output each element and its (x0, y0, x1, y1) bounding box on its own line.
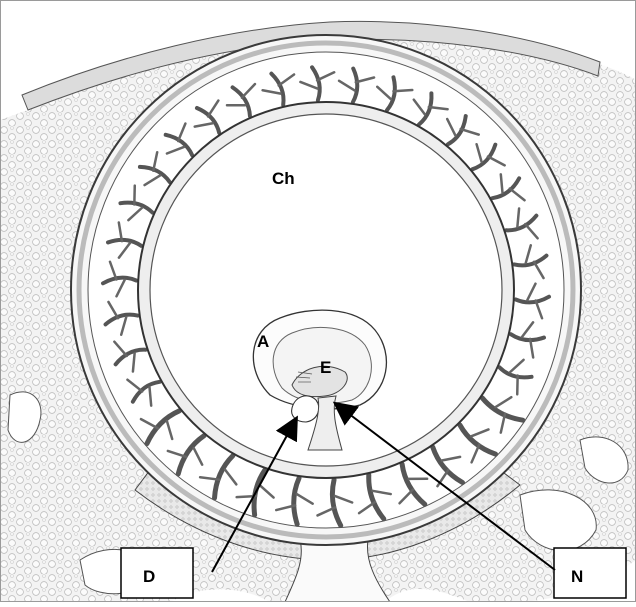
callout-box-d: D (121, 548, 193, 598)
label-d: D (143, 567, 155, 586)
villus-branch (133, 353, 135, 371)
label-embryo: E (320, 358, 331, 377)
villus-branch (517, 208, 519, 226)
villus-branch (501, 174, 503, 192)
villus-branch (393, 90, 412, 91)
callout-box-n: N (554, 548, 626, 598)
label-chorionic-cavity: Ch (272, 169, 295, 188)
villus-branch (150, 387, 152, 405)
label-amnion: A (257, 332, 269, 351)
label-n: N (571, 567, 583, 586)
